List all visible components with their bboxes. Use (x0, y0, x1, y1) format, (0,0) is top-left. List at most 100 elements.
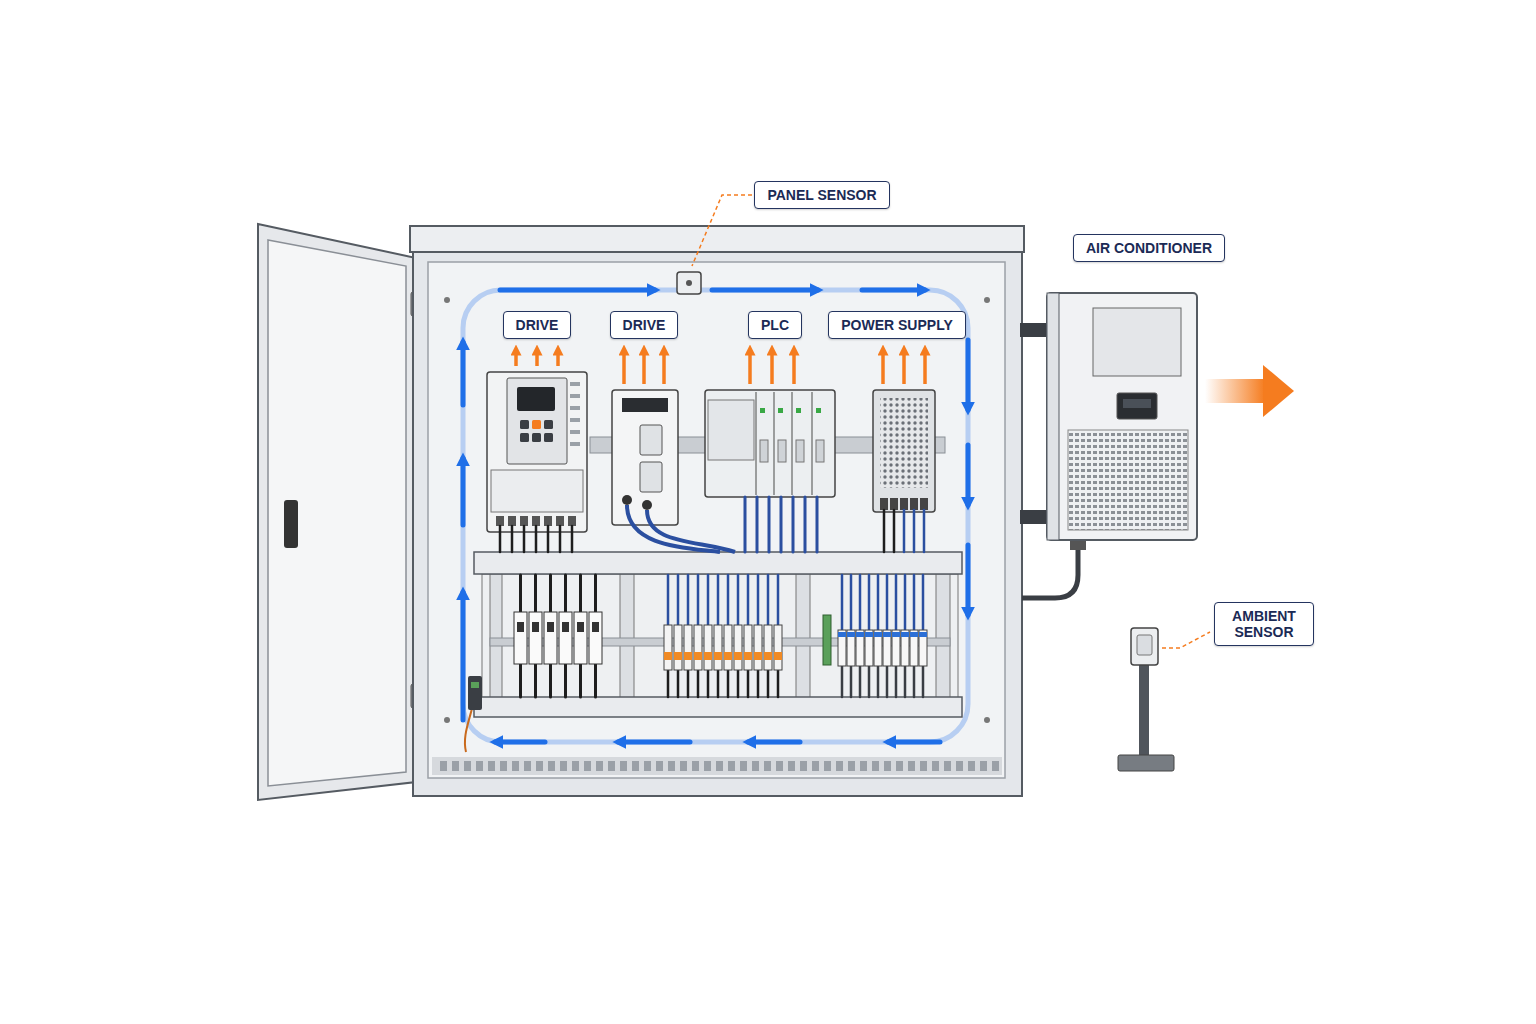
terminal-wire (707, 575, 710, 625)
terminal-mark (754, 652, 762, 660)
terminal-mark (684, 652, 692, 660)
vent-slot (848, 761, 855, 771)
terminal-wire (841, 666, 844, 697)
heat-arrow (622, 350, 626, 384)
heat-arrow (535, 350, 539, 366)
vent-slot (872, 761, 879, 771)
psu-terminal (910, 498, 918, 510)
plc-wire (780, 497, 783, 552)
terminal-mark (694, 652, 702, 660)
breaker-wire (534, 664, 537, 697)
vent-slot (452, 761, 459, 771)
drive-display (622, 398, 668, 412)
terminal-block (704, 625, 712, 670)
vent-slot (740, 761, 747, 771)
breaker-wire (594, 575, 597, 612)
drive-port (642, 500, 652, 510)
circuit-breaker (559, 612, 572, 664)
airflow-arrow (966, 445, 971, 505)
plc-wire (756, 497, 759, 552)
keypad-button (532, 433, 541, 442)
vent-slot (980, 761, 987, 771)
terminal-block (674, 625, 682, 670)
ac-display-screen (1123, 399, 1151, 408)
drive-wire (547, 526, 550, 552)
terminal-wire (737, 670, 740, 697)
vent-slot (836, 761, 843, 771)
terminal-mark (704, 652, 712, 660)
breaker-wire (519, 664, 522, 697)
vent-slot (620, 761, 627, 771)
callout-label: POWER SUPPLY (841, 317, 953, 333)
plc-led (796, 408, 801, 413)
drive-wire (511, 526, 514, 552)
psu-terminal (890, 498, 898, 510)
airflow-arrow (966, 545, 971, 615)
vent-slot (800, 761, 807, 771)
callout-box: AMBIENT SENSOR (1214, 602, 1314, 646)
vent-slot (968, 761, 975, 771)
terminal-block (838, 630, 846, 666)
callout-box: DRIVE (610, 311, 679, 339)
callout-box: POWER SUPPLY (828, 311, 966, 339)
keypad-button (544, 420, 553, 429)
vent-slot (932, 761, 939, 771)
drive-terminal (496, 516, 504, 526)
ac-cable (1022, 548, 1078, 598)
drive-wire (523, 526, 526, 552)
vent-slot (560, 761, 567, 771)
plc-connector (778, 440, 786, 462)
terminal-block (910, 630, 918, 666)
plc-module-edge (773, 392, 774, 495)
interior-device (468, 676, 482, 710)
door-panel (268, 240, 406, 786)
vent-slot (464, 761, 471, 771)
airflow-arrow (495, 740, 545, 745)
breaker-toggle (547, 622, 554, 632)
psu-wire (913, 510, 916, 552)
terminal-mark (764, 652, 772, 660)
terminal-wire (904, 575, 907, 630)
terminal-wire (777, 670, 780, 697)
vent-slot (908, 761, 915, 771)
wire-duct (474, 697, 962, 717)
terminal-block (883, 630, 891, 666)
airflow-arrow (888, 740, 940, 745)
heat-arrow (662, 350, 666, 384)
breaker-wire (564, 664, 567, 697)
terminal-mark (856, 632, 864, 637)
psu-wire (883, 510, 886, 552)
terminal-mark (744, 652, 752, 660)
drive-terminal (544, 516, 552, 526)
terminal-wire (886, 575, 889, 630)
lower-frame (482, 574, 958, 714)
terminal-wire (877, 666, 880, 697)
sensor-base (1118, 755, 1174, 771)
sensor-post (1139, 664, 1149, 756)
heat-arrow (792, 350, 796, 384)
heat-arrow (642, 350, 646, 384)
device-led (471, 682, 479, 688)
drive-terminal (556, 516, 564, 526)
vent-slot (584, 761, 591, 771)
terminal-mark (847, 632, 855, 637)
breaker-toggle (517, 622, 524, 632)
terminal-wire (877, 575, 880, 630)
plc-led (816, 408, 821, 413)
vent-slot (440, 761, 447, 771)
plc-module-edge (791, 392, 792, 495)
terminal-end-stop (823, 615, 831, 665)
terminal-mark (919, 632, 927, 637)
terminal-block (694, 625, 702, 670)
drive-wire (499, 526, 502, 552)
terminal-block (919, 630, 927, 666)
vent-slot (920, 761, 927, 771)
plc-rack (705, 390, 835, 497)
vent-slot (608, 761, 615, 771)
vent-slot (812, 761, 819, 771)
breaker-toggle (562, 622, 569, 632)
vent-slot (668, 761, 675, 771)
terminal-wire (727, 575, 730, 625)
callout-label: DRIVE (516, 317, 559, 333)
